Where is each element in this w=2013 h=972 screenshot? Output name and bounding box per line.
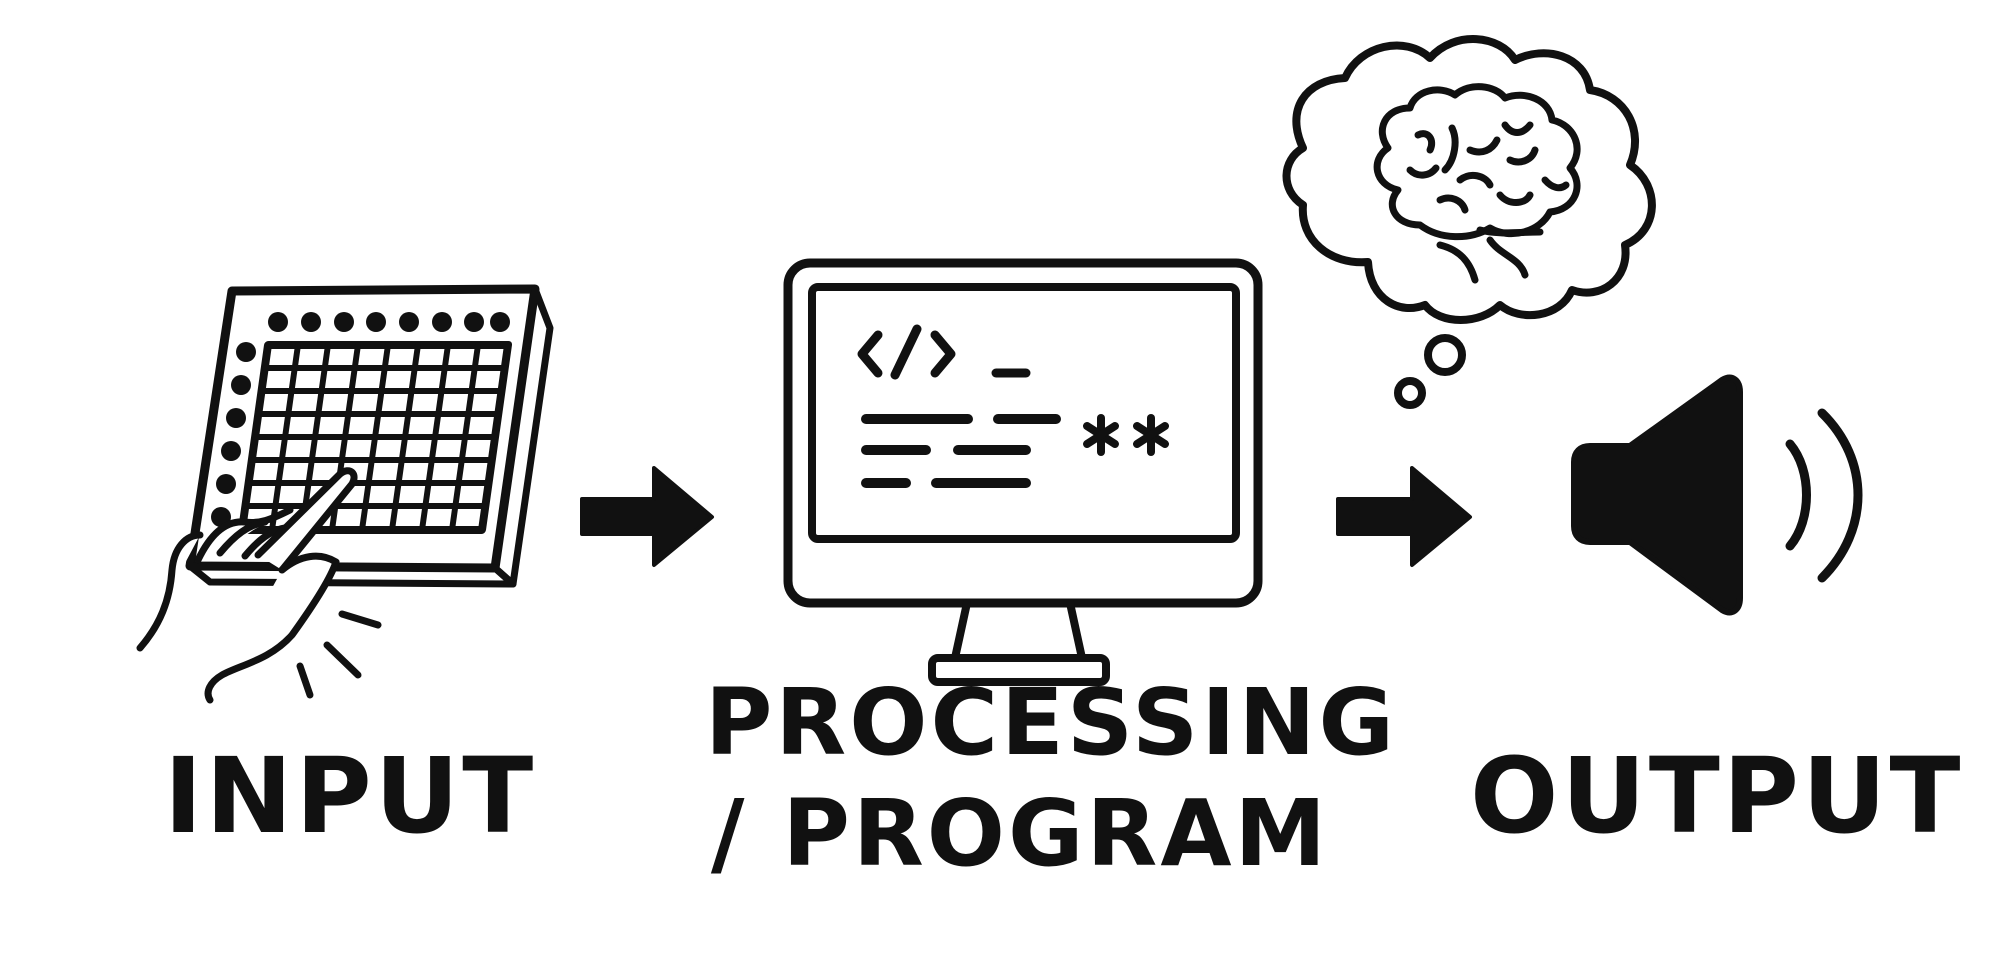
program-label-text: / PROGRAM (710, 779, 1330, 887)
input-label-text: INPUT (163, 735, 537, 857)
processing-program-label: PROCESSING / PROGRAM (705, 669, 1397, 887)
tap-motion-lines (296, 610, 382, 699)
thought-bubble-icon (1282, 35, 1656, 409)
output-label-text: OUTPUT (1470, 735, 1964, 857)
processing-label-text: PROCESSING (705, 669, 1397, 776)
arrow-right-icon (1336, 466, 1472, 567)
grid-keyboard-icon (185, 284, 554, 588)
input-label: INPUT (160, 735, 540, 857)
top-button-row (268, 312, 510, 332)
output-label: OUTPUT (1470, 735, 1964, 857)
pad-grid (237, 341, 513, 534)
arrow-right-icon (580, 466, 714, 567)
sound-waves-icon (1785, 408, 1863, 583)
speaker-icon (1571, 374, 1743, 616)
hand-icon (136, 467, 358, 704)
computer-monitor-icon (783, 258, 1263, 686)
brain-icon (1373, 83, 1581, 284)
asterisk-symbols (1083, 414, 1169, 456)
screen-code (857, 324, 1061, 488)
